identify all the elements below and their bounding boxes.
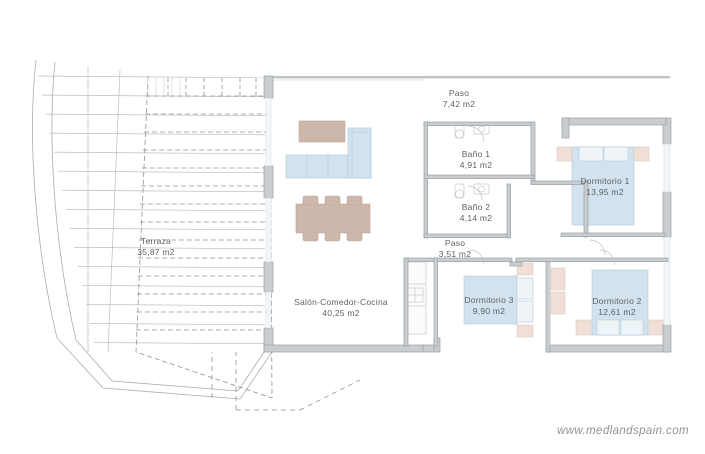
- room-name: Baño 2: [461, 202, 491, 212]
- room-area: 4,91 m2: [459, 160, 493, 170]
- door-swings: [467, 125, 616, 266]
- room-label-dormitorio-3: Dormitorio 3 9,90 m2: [441, 295, 537, 317]
- bed-dormitorio-1-icon: [556, 146, 650, 226]
- dining-table-icon: [295, 195, 371, 242]
- room-name: Dormitorio 2: [592, 296, 642, 306]
- bed-dormitorio-3-icon: [463, 262, 534, 338]
- room-area: 12,61 m2: [598, 307, 636, 317]
- room-label-dormitorio-1: Dormitorio 1 13,95 m2: [557, 176, 653, 198]
- terrace-outline: [32, 59, 273, 400]
- room-area: 3,51 m2: [438, 249, 472, 259]
- pergola-beams: [167, 78, 257, 96]
- room-area: 9,90 m2: [472, 306, 506, 316]
- room-label-bano-1: Baño 1 4,91 m2: [436, 149, 516, 171]
- room-area: 13,95 m2: [586, 187, 624, 197]
- room-label-dormitorio-2: Dormitorio 2 12,61 m2: [569, 296, 665, 318]
- room-name: Salón-Comedor-Cocina: [294, 297, 388, 307]
- sofa-icon: [285, 127, 372, 179]
- room-area: 4,14 m2: [459, 213, 493, 223]
- room-name: Baño 1: [461, 149, 491, 159]
- room-area: 7,42 m2: [442, 99, 476, 109]
- ground-projection: [211, 352, 361, 411]
- tv-cabinet-icon: [298, 120, 346, 143]
- room-label-paso-2: Paso 3,51 m2: [415, 238, 495, 260]
- bano-2-fixtures-icon: [454, 183, 490, 199]
- room-name: Paso: [448, 88, 470, 98]
- room-label-bano-2: Baño 2 4,14 m2: [436, 202, 516, 224]
- terrace-hatch: [147, 78, 181, 98]
- bano-1-fixtures-icon: [454, 123, 490, 139]
- room-label-terraza: Terraza 35,87 m2: [116, 236, 196, 258]
- terrace-steps: [87, 66, 121, 353]
- room-area: 40,25 m2: [322, 308, 360, 318]
- room-label-salon: Salón-Comedor-Cocina 40,25 m2: [271, 297, 411, 319]
- site-watermark: www.medlandspain.com: [556, 425, 689, 437]
- room-area: 35,87 m2: [137, 247, 175, 257]
- room-label-paso-1: Paso 7,42 m2: [419, 88, 499, 110]
- interior-thin-lines: [273, 79, 551, 345]
- room-name: Dormitorio 1: [580, 176, 630, 186]
- room-name: Paso: [444, 238, 466, 248]
- room-name: Dormitorio 3: [464, 295, 514, 305]
- wardrobe-icons: [550, 267, 566, 315]
- room-name: Terraza: [140, 236, 172, 246]
